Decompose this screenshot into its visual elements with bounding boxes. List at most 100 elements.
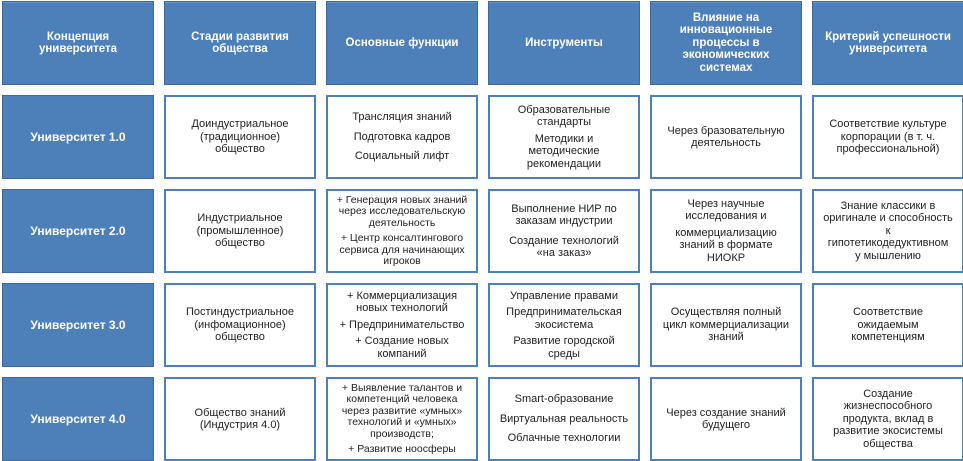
cell-paragraph: Доиндустриальное(традиционное)общество [191, 118, 288, 156]
cell-line: Образовательные [517, 103, 611, 116]
cell-line: компаний [377, 347, 427, 360]
cell-line: производств; [370, 427, 434, 440]
cell-paragraph: Smart-образование [515, 393, 614, 406]
cell-line: Выполнение НИР по [511, 202, 617, 215]
cell-line: инновационные [679, 24, 773, 37]
cell-line: Через создание знаний [666, 406, 786, 419]
cell-line: Соответствие культуре [829, 118, 947, 131]
cell-line: продукта, вклад в [842, 412, 934, 425]
cell-line: Создание технологий [509, 234, 619, 247]
cell-line: Предпринимательская [506, 306, 622, 319]
cell-line: цикл коммерциализации [662, 318, 790, 331]
cell-line: Через научные [687, 197, 765, 210]
cell-line: Методики и [534, 132, 594, 145]
cell-line: + Развитие ноосферы [348, 443, 456, 455]
cell-line: знаний [708, 331, 744, 344]
cell-line: Доиндустриальное [191, 118, 289, 131]
cell-line: + Центр консалтингового [340, 232, 464, 244]
cell-line: стандарты [537, 116, 591, 129]
cell-line: (Индустрия 4.0) [199, 419, 281, 431]
cell-line: (промышленное) [196, 224, 284, 237]
cell-line: экономических [682, 49, 770, 62]
cell-line: Через бразовательную [667, 124, 785, 137]
row-label: Университет 2.0 [2, 189, 154, 273]
cell-line: компетенциям [851, 331, 925, 344]
cell-line: + Генерация новых знаний [336, 193, 468, 206]
cell-line: НИОКР [706, 251, 746, 264]
cell-line: Основные функции [345, 36, 459, 49]
cell-paragraph: Облачные технологии [508, 432, 621, 445]
cell-line: Критерий успешности [825, 30, 951, 43]
cell-paragraph: Виртуальная реальность [500, 413, 628, 426]
cell-line: деятельность [368, 216, 436, 229]
cell-line: Индустриальное [197, 212, 283, 225]
cell-line: Подготовка кадров [353, 130, 451, 143]
cell-line: (традиционное) [199, 130, 281, 143]
cell-line: компетенций человека [346, 393, 458, 405]
cell-line: технологий и «умных» [347, 416, 457, 428]
cell-line: через развитие «умных» [341, 404, 463, 417]
cell-line: общества [863, 437, 913, 450]
cell-line: Влияние на [692, 11, 760, 24]
cell-line: университета [848, 43, 928, 55]
cell-line: ожидаемым [857, 318, 919, 331]
cell-line: общество [215, 237, 265, 250]
cell-line: Smart-образование [514, 393, 614, 406]
cell-line: коммерциализацию [675, 226, 777, 239]
cell-line: Знание классики в [840, 199, 936, 212]
stage-cell: Доиндустриальное(традиционное)общество [164, 95, 316, 179]
cell-line: системах [699, 61, 753, 74]
cell-line: игроков [383, 255, 421, 267]
cell-line: университета [38, 43, 118, 55]
cell-line: гипотетикодедуктивном [827, 237, 949, 250]
cell-line: + Предпринимательство [339, 318, 465, 331]
cell-line: Стадии развития [191, 30, 289, 43]
cell-line: (инфомационное) [194, 318, 286, 331]
cell-line: Концепция [46, 30, 110, 43]
cell-paragraph: Управление правами [510, 290, 618, 303]
cell-line: методические [528, 145, 600, 158]
cell-line: рекомендации [526, 157, 602, 170]
cell-paragraph: Социальный лифт [355, 150, 449, 163]
cell-line: жизнеспособного [843, 400, 933, 413]
cell-paragraph: Индустриальное(промышленное)общество [197, 212, 284, 250]
cell-paragraph: Создание технологий«на заказ» [509, 235, 619, 260]
row-label: Университет 4.0 [2, 377, 154, 461]
cell-line: Инструменты [525, 36, 603, 49]
cell-line: профессиональной) [836, 143, 940, 156]
cell-line: Управление правами [510, 289, 618, 302]
cell-line: общество [215, 331, 265, 344]
cell-line: Виртуальная реальность [499, 412, 629, 425]
cell-paragraph: + Развитие ноосферы [348, 443, 456, 456]
cell-line: сервиса для начинающих [339, 243, 465, 256]
cell-line: через исследовательскую [338, 205, 466, 217]
cell-line: будущего [701, 419, 751, 431]
cell-line: знаний в формате [679, 239, 773, 252]
cell-line: процессы в [692, 36, 760, 49]
cell-line: деятельность [691, 137, 761, 149]
cell-line: заказам индустрии [515, 215, 613, 227]
cell-line: новых технологий [356, 302, 448, 315]
